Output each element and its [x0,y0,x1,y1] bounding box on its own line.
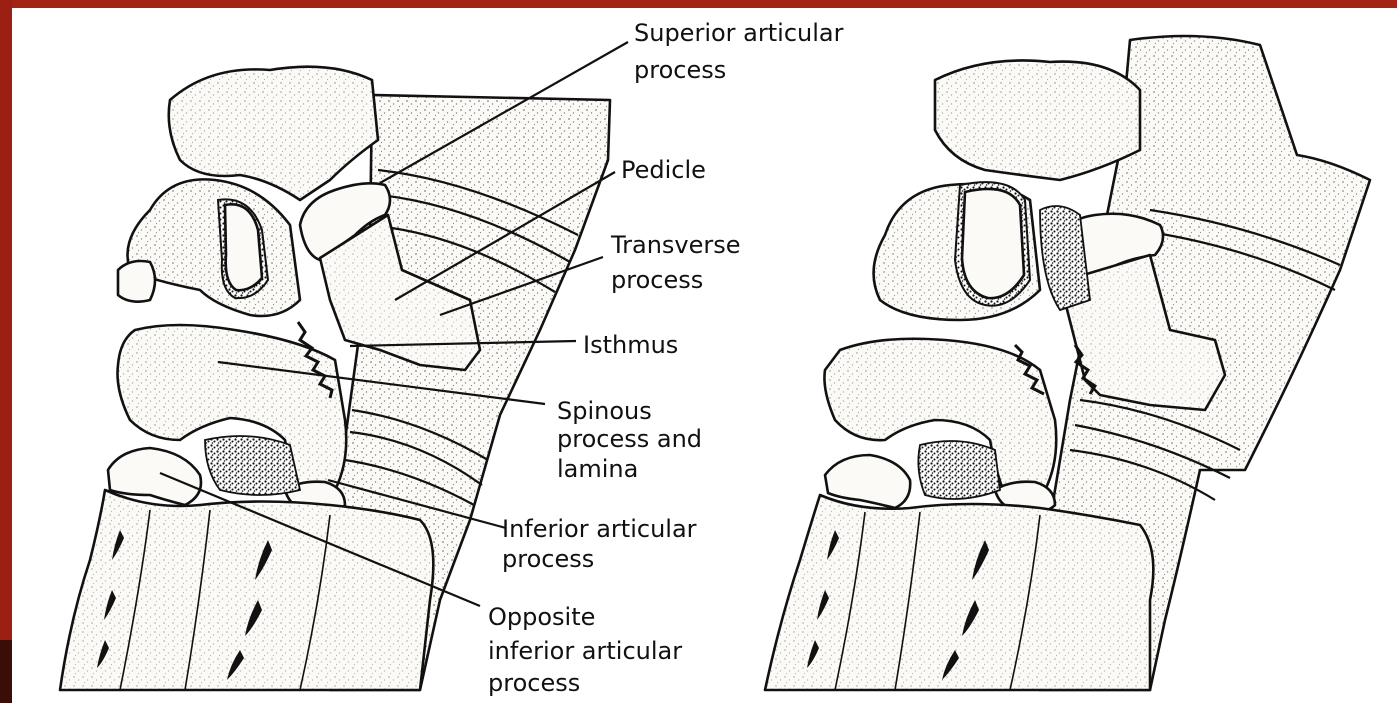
label-isthmus: Isthmus [583,331,678,359]
label-superior-articular-line1: Superior articular [634,19,844,47]
label-transverse-line1: Transverse [610,231,741,259]
label-opposite-line1: Opposite [488,603,595,631]
label-spinous-line1: Spinous [557,397,652,425]
label-inferior-line2: process [502,545,594,573]
label-spinous-line2: process and [557,425,702,453]
illustration-panel: Superior articular process Pedicle Trans… [12,8,1397,703]
label-transverse-line2: process [611,266,703,294]
right-vertebrae-drawing [765,36,1370,690]
label-pedicle: Pedicle [621,156,706,184]
label-opposite-line2: inferior articular [488,637,682,665]
label-opposite-line3: process [488,669,580,697]
left-vertebrae-drawing [60,67,610,690]
label-superior-articular-line2: process [634,56,726,84]
label-inferior-line1: Inferior articular [502,515,697,543]
label-spinous-line3: lamina [557,455,638,483]
spine-illustration: Superior articular process Pedicle Trans… [12,8,1397,703]
frame-left-bar [0,0,12,703]
frame-corner [0,640,12,703]
